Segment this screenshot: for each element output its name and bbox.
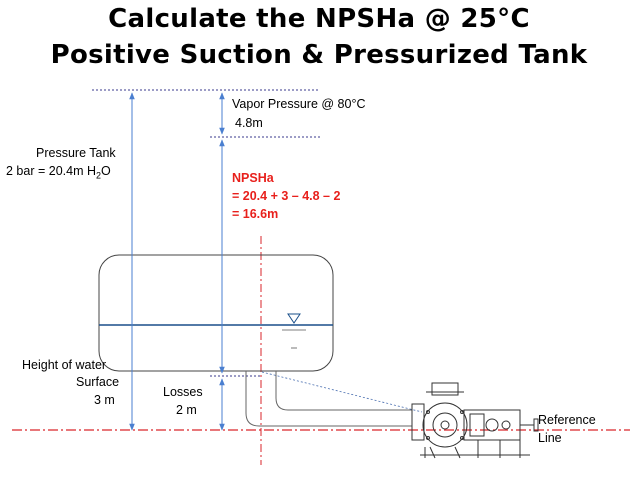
height-label-value: 3 m (94, 393, 115, 407)
height-label-line1: Height of water (22, 358, 107, 372)
title-line-1: Calculate the NPSHa @ 25°C (108, 4, 530, 34)
pressure-tank (98, 254, 334, 372)
losses-value: 2 m (176, 403, 197, 417)
pressure-tank-value: 2 bar = 20.4m H2O (6, 164, 111, 181)
water-level-symbol (287, 313, 301, 324)
npsha-title: NPSHa (232, 171, 274, 185)
losses-label: Losses (163, 385, 203, 399)
npsha-result: = 16.6m (232, 207, 279, 221)
reference-label-line2: Line (538, 431, 562, 445)
vapor-pressure-label: Vapor Pressure @ 80°C (232, 97, 366, 111)
reference-label-line1: Reference (538, 413, 596, 427)
title-line-2: Positive Suction & Pressurized Tank (50, 40, 588, 70)
npsha-equation: = 20.4 + 3 – 4.8 – 2 (232, 189, 341, 203)
height-label-line2: Surface (76, 375, 120, 389)
pipe-taper-line (261, 371, 423, 413)
pressure-tank-label: Pressure Tank (36, 146, 116, 160)
vapor-pressure-value: 4.8m (235, 116, 263, 130)
suction-pipe (245, 371, 412, 427)
pump-icon (411, 382, 539, 459)
